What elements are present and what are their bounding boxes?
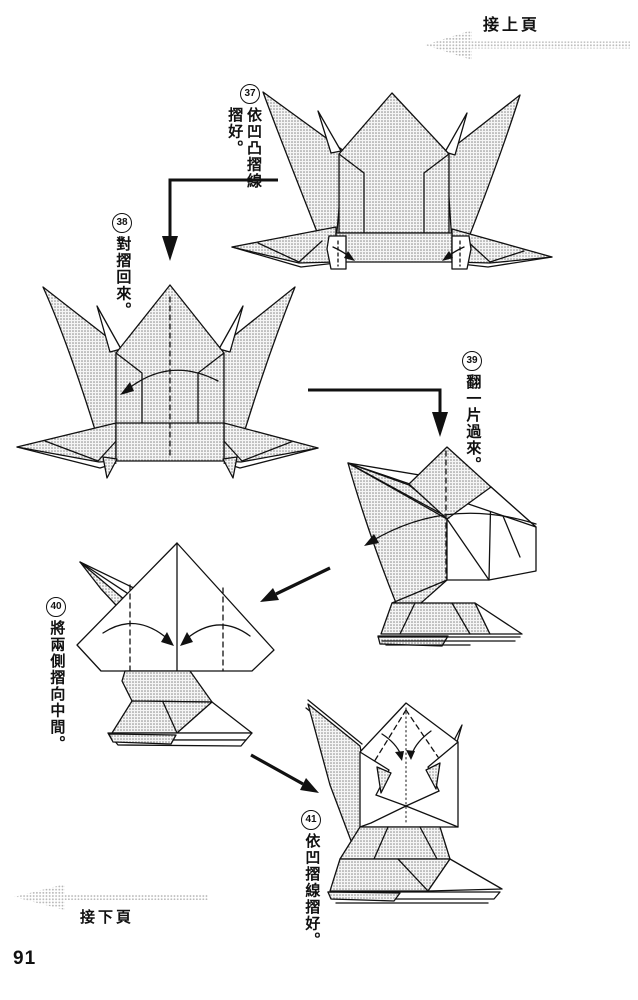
- step-40-number-badge: 40: [46, 597, 66, 617]
- step-41-number-badge: 41: [301, 810, 321, 830]
- step-39-text: 翻一片過來。: [464, 374, 482, 473]
- step-37-number-badge: 37: [240, 84, 260, 104]
- step-41-caption: 41 依凹摺線摺好。: [296, 810, 326, 959]
- origami-figure-step-41: [305, 699, 503, 904]
- step-39-caption: 39 翻一片過來。: [457, 351, 487, 492]
- step-38-number-badge: 38: [112, 213, 132, 233]
- flow-arrow-40-to-41: [250, 753, 319, 793]
- step-37-caption: 37 依凹凸摺線摺好。: [214, 84, 262, 201]
- flow-arrow-39-to-40: [260, 566, 331, 602]
- step-39-number-badge: 39: [462, 351, 482, 371]
- step-41-text: 依凹摺線摺好。: [303, 833, 321, 949]
- origami-figure-step-40: [76, 542, 275, 747]
- page-number: 91: [13, 948, 37, 969]
- origami-figure-step-37: [231, 91, 553, 270]
- step-40-caption: 40 將兩側摺向中間。: [41, 597, 71, 760]
- step-38-text: 對摺回來。: [114, 236, 132, 319]
- step-37-text: 依凹凸摺線摺好。: [226, 107, 262, 190]
- step-40-text: 將兩側摺向中間。: [48, 620, 66, 752]
- prev-page-label: 接上頁: [483, 17, 541, 34]
- prev-page-arrow-icon: [425, 30, 630, 60]
- origami-figure-step-38: [16, 284, 319, 479]
- flow-arrow-38-to-39: [308, 388, 448, 437]
- next-page-label: 接下頁: [80, 909, 135, 926]
- origami-figure-step-39: [347, 446, 537, 647]
- flow-arrow-37-to-38: [162, 178, 278, 261]
- step-38-caption: 38 對摺回來。: [107, 213, 137, 336]
- next-page-arrow-icon: [14, 884, 208, 910]
